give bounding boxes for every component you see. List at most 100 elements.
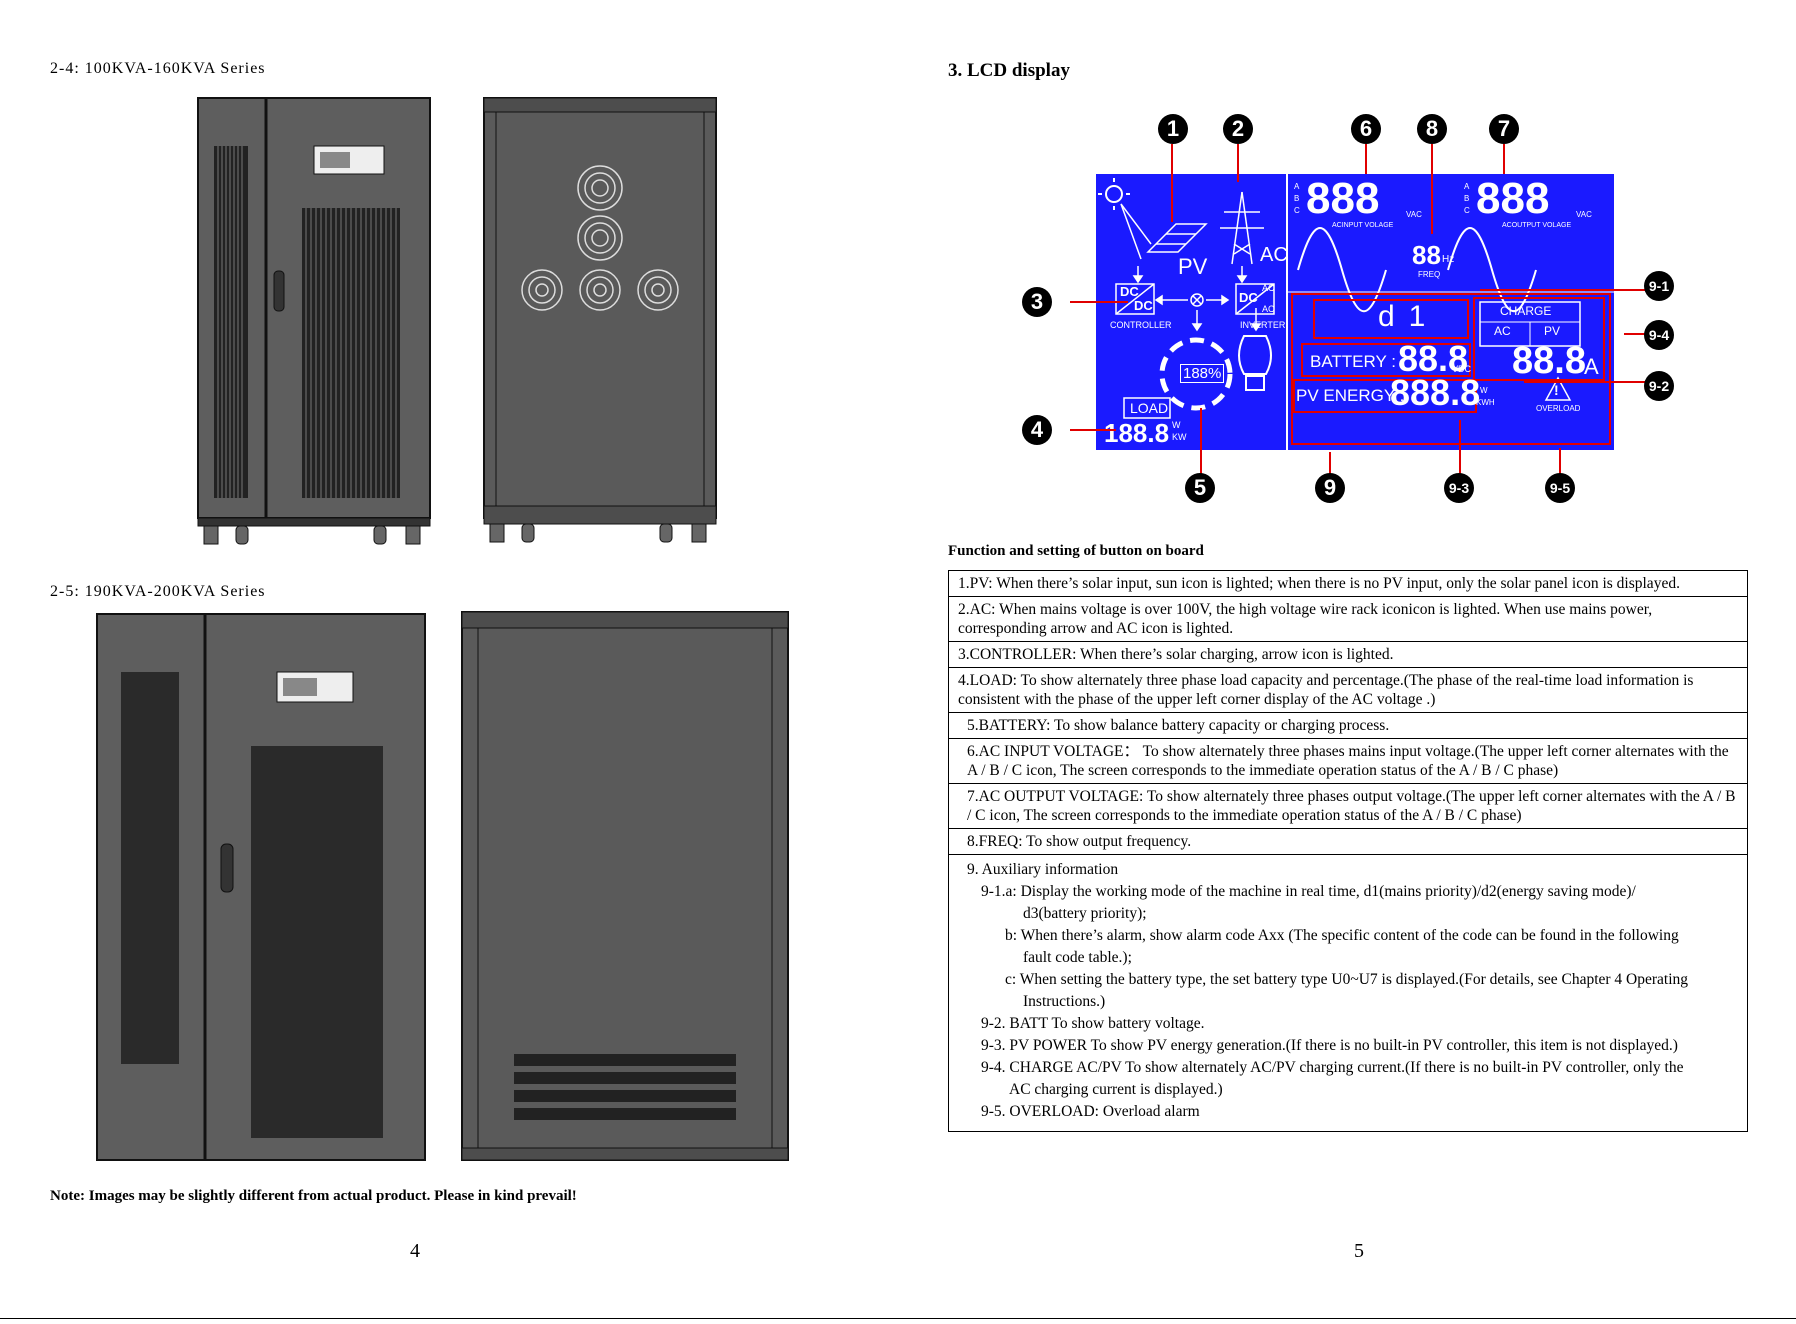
function-ac-output-voltage: 7.AC OUTPUT VOLTAGE: To show alternately… xyxy=(948,783,1748,829)
marker-9-1: 9-1 xyxy=(1644,271,1674,301)
dcac-top-label: AC xyxy=(1262,283,1275,293)
marker-5: 5 xyxy=(1185,473,1215,503)
input-vac-unit: VAC xyxy=(1406,210,1422,219)
output-phase-b: B xyxy=(1464,194,1470,203)
function-ac-input-voltage: 6.AC INPUT VOLTAGE： To show alternately … xyxy=(948,738,1748,784)
load-value: 188.8 xyxy=(1104,418,1170,448)
lcd-display-title: 3. LCD display xyxy=(948,60,1070,81)
inverter-label: INVERTER xyxy=(1240,320,1286,330)
page-number-right: 5 xyxy=(1354,1240,1364,1262)
pv-energy-frame xyxy=(1293,379,1477,413)
function-freq: 8.FREQ: To show output frequency. xyxy=(948,828,1748,855)
charge-label: CHARGE xyxy=(1500,304,1552,318)
load-frame xyxy=(1123,397,1171,419)
output-phase-a: A xyxy=(1464,182,1470,191)
table-row: 1.PV: When there’s solar input, sun icon… xyxy=(948,570,1748,597)
cabinet-100kva-back-illustration xyxy=(483,97,717,543)
ac-input-voltage-label: ACINPUT VOLAGE xyxy=(1332,222,1394,229)
aux-line: 9-2. BATT To show battery voltage. xyxy=(981,1015,1205,1032)
aux-line: d3(battery priority); xyxy=(1023,905,1147,922)
aux-line: AC charging current is displayed.) xyxy=(1009,1081,1223,1098)
function-controller: 3.CONTROLLER: When there’s solar chargin… xyxy=(948,641,1748,668)
aux-title: 9. Auxiliary information xyxy=(967,861,1119,878)
battery-voltage-value: 88.8 xyxy=(1398,338,1469,379)
table-row: 7.AC OUTPUT VOLTAGE: To show alternately… xyxy=(948,783,1748,829)
lcd-panel: PV AC DC DC AC DC AC CONTROLLER INVERTER… xyxy=(1096,174,1614,450)
hz-unit: Hz xyxy=(1442,254,1455,265)
sun-icon xyxy=(1098,178,1130,210)
bottom-rule xyxy=(0,1318,1796,1319)
table-row: 5.BATTERY: To show balance battery capac… xyxy=(948,712,1748,739)
overload-label: OVERLOAD xyxy=(1536,404,1581,413)
bus-node-icon xyxy=(1190,293,1204,307)
dcac-bottom-label: AC xyxy=(1262,304,1275,314)
table-row: 6.AC INPUT VOLTAGE： To show alternately … xyxy=(948,738,1748,784)
battery-voltage-frame xyxy=(1301,343,1471,377)
aux-line: Instructions.) xyxy=(1023,993,1106,1010)
mode-frame xyxy=(1313,299,1469,339)
input-phase-a: A xyxy=(1294,182,1300,191)
cabinet-100kva-front-illustration xyxy=(197,97,431,545)
dcdc-box-icon xyxy=(1115,283,1155,315)
load-w-unit: W xyxy=(1172,420,1181,430)
charge-pv-label: PV xyxy=(1544,324,1561,338)
amp-unit: A xyxy=(1584,354,1599,379)
w-unit: W xyxy=(1480,386,1488,395)
marker-7: 7 xyxy=(1489,114,1519,144)
pv-label: PV xyxy=(1178,254,1208,279)
output-vac-unit: VAC xyxy=(1576,210,1592,219)
aux-line: 9-3. PV POWER To show PV energy generati… xyxy=(981,1037,1678,1054)
aux-line: 9-1.a: Display the working mode of the m… xyxy=(981,883,1636,900)
marker-9: 9 xyxy=(1315,473,1345,503)
function-table: 1.PV: When there’s solar input, sun icon… xyxy=(948,570,1748,1132)
aux-line: fault code table.); xyxy=(1023,949,1132,966)
charge-current-frame xyxy=(1473,297,1605,381)
marker-4: 4 xyxy=(1022,415,1052,445)
section-title-190-200: 2-5: 190KVA-200KVA Series xyxy=(50,583,266,600)
output-phase-c: C xyxy=(1464,206,1470,215)
ac-label: AC xyxy=(1260,244,1288,266)
pv-energy-value: 888.8 xyxy=(1390,372,1481,413)
section-title-100-160: 2-4: 100KVA-160KVA Series xyxy=(50,60,266,77)
table-row: 8.FREQ: To show output frequency. xyxy=(948,828,1748,855)
load-label: LOAD xyxy=(1130,400,1169,416)
callout-arrows xyxy=(1070,144,1660,500)
ac-input-voltage-value: 888 xyxy=(1306,174,1380,223)
marker-9-5: 9-5 xyxy=(1545,473,1575,503)
table-row: 9. Auxiliary information 9-1.a: Display … xyxy=(948,854,1748,1132)
input-phase-b: B xyxy=(1294,194,1300,203)
ac-output-sine-wave xyxy=(1447,227,1537,313)
aux-line: b: When there’s alarm, show alarm code A… xyxy=(1005,927,1679,944)
charge-ac-label: AC xyxy=(1494,324,1511,338)
table-row: 2.AC: When mains voltage is over 100V, t… xyxy=(948,596,1748,642)
ac-output-voltage-label: ACOUTPUT VOLAGE xyxy=(1502,222,1572,229)
freq-label: FREQ xyxy=(1418,270,1441,279)
working-mode-value: d1 xyxy=(1378,300,1440,333)
marker-2: 2 xyxy=(1223,114,1253,144)
dcac-middle-label: DC xyxy=(1239,290,1258,305)
marker-9-2: 9-2 xyxy=(1644,371,1674,401)
function-table-title: Function and setting of button on board xyxy=(948,543,1204,559)
marker-3: 3 xyxy=(1022,287,1052,317)
auxiliary-information-cell: 9. Auxiliary information 9-1.a: Display … xyxy=(948,854,1748,1132)
solar-panel-icon xyxy=(1120,203,1208,260)
table-row: 4.LOAD: To show alternately three phase … xyxy=(948,667,1748,713)
ac-output-voltage-value: 888 xyxy=(1476,174,1550,223)
ac-input-sine-wave xyxy=(1297,227,1387,313)
product-image-note: Note: Images may be slightly different f… xyxy=(50,1188,577,1204)
dcac-box-icon xyxy=(1235,283,1275,315)
battery-ring-icon xyxy=(1159,337,1233,411)
bulb-icon xyxy=(1238,335,1272,391)
marker-6: 6 xyxy=(1351,114,1381,144)
aux-line: c: When setting the battery type, the se… xyxy=(1005,971,1689,988)
warning-mark: ! xyxy=(1554,382,1559,398)
freq-value: 88 xyxy=(1412,240,1441,270)
function-pv: 1.PV: When there’s solar input, sun icon… xyxy=(948,570,1748,597)
marker-9-3: 9-3 xyxy=(1444,473,1474,503)
input-phase-c: C xyxy=(1294,206,1300,215)
aux-line: 9-4. CHARGE AC/PV To show alternately AC… xyxy=(981,1059,1684,1076)
lcd-graphics xyxy=(1098,174,1614,450)
controller-label: CONTROLLER xyxy=(1110,320,1172,330)
table-row: 3.CONTROLLER: When there’s solar chargin… xyxy=(948,641,1748,668)
marker-9-4: 9-4 xyxy=(1644,320,1674,350)
